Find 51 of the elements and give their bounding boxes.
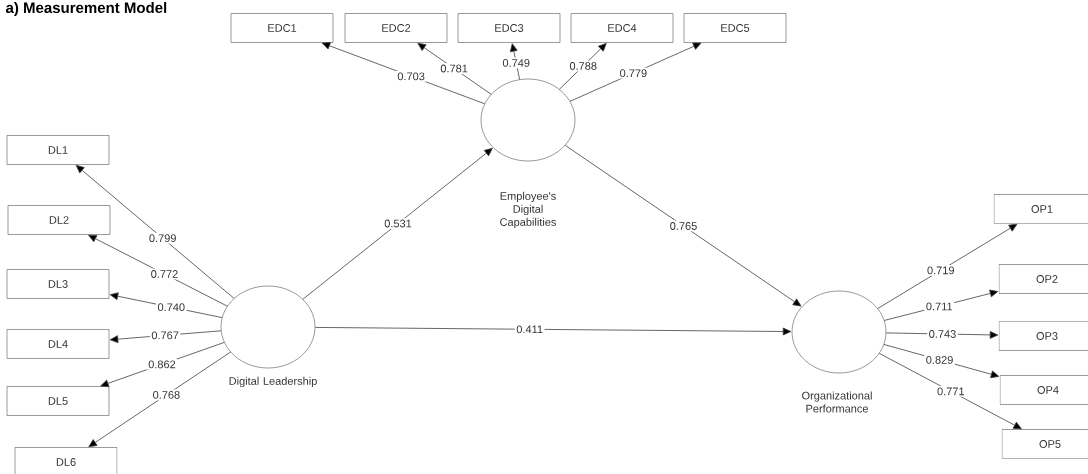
arrow <box>302 147 493 300</box>
node-label: Organizational Performance <box>802 391 872 413</box>
indicator-box: EDC1 <box>230 13 334 43</box>
edge-label: 0.767 <box>149 329 181 341</box>
arrow <box>314 327 792 336</box>
edge-label: 0.743 <box>927 328 958 340</box>
edge-label: 0.768 <box>151 389 182 401</box>
indicator-box: EDC3 <box>457 13 561 43</box>
edge-label: 0.781 <box>438 63 470 74</box>
arrow <box>564 144 802 307</box>
arrow <box>88 351 231 448</box>
indicator-box: DL2 <box>7 205 111 235</box>
edge-label: 0.772 <box>149 268 180 280</box>
edge-label: 0.711 <box>924 301 955 312</box>
indicator-box: OP5 <box>1001 429 1088 459</box>
indicator-box: EDC2 <box>344 13 448 43</box>
indicator-box: DL6 <box>14 447 118 474</box>
indicator-box: EDC5 <box>683 13 787 43</box>
edge-label: 0.740 <box>156 301 187 313</box>
edge-label: 0.411 <box>514 323 545 335</box>
arrow <box>88 234 228 307</box>
arrow <box>877 223 1018 309</box>
indicator-box: DL3 <box>6 269 110 299</box>
indicator-box: OP3 <box>998 321 1088 351</box>
edge-label: 0.765 <box>668 220 699 232</box>
edge-label: 0.788 <box>567 60 599 72</box>
indicator-box: OP4 <box>999 375 1088 405</box>
edge-label: 0.799 <box>147 232 178 244</box>
indicator-box: DL5 <box>6 386 110 416</box>
edge-label: 0.771 <box>935 385 967 397</box>
edge-label: 0.779 <box>618 67 649 79</box>
arrow <box>417 42 492 95</box>
arrow <box>509 43 521 80</box>
edge-label: 0.829 <box>924 354 955 366</box>
arrow <box>559 43 607 90</box>
node-label: Employee's Digital Capabilities <box>500 191 557 229</box>
indicator-box: OP1 <box>993 194 1088 224</box>
edge-label: 0.719 <box>925 264 957 276</box>
indicator-box: DL4 <box>6 329 110 359</box>
title: a) Measurement Model <box>6 2 167 16</box>
arrow <box>878 353 1022 430</box>
indicator-box: OP2 <box>998 264 1088 294</box>
edge-label: 0.862 <box>146 358 178 370</box>
arrow <box>569 42 702 102</box>
indicator-box: DL1 <box>6 135 110 165</box>
indicator-box: EDC4 <box>570 13 674 43</box>
edge-label: 0.703 <box>395 70 427 82</box>
edge-label: 0.531 <box>382 218 414 229</box>
arrow <box>75 164 235 299</box>
edge-label: 0.749 <box>500 57 532 69</box>
node-label: Digital Leadership <box>229 376 317 388</box>
